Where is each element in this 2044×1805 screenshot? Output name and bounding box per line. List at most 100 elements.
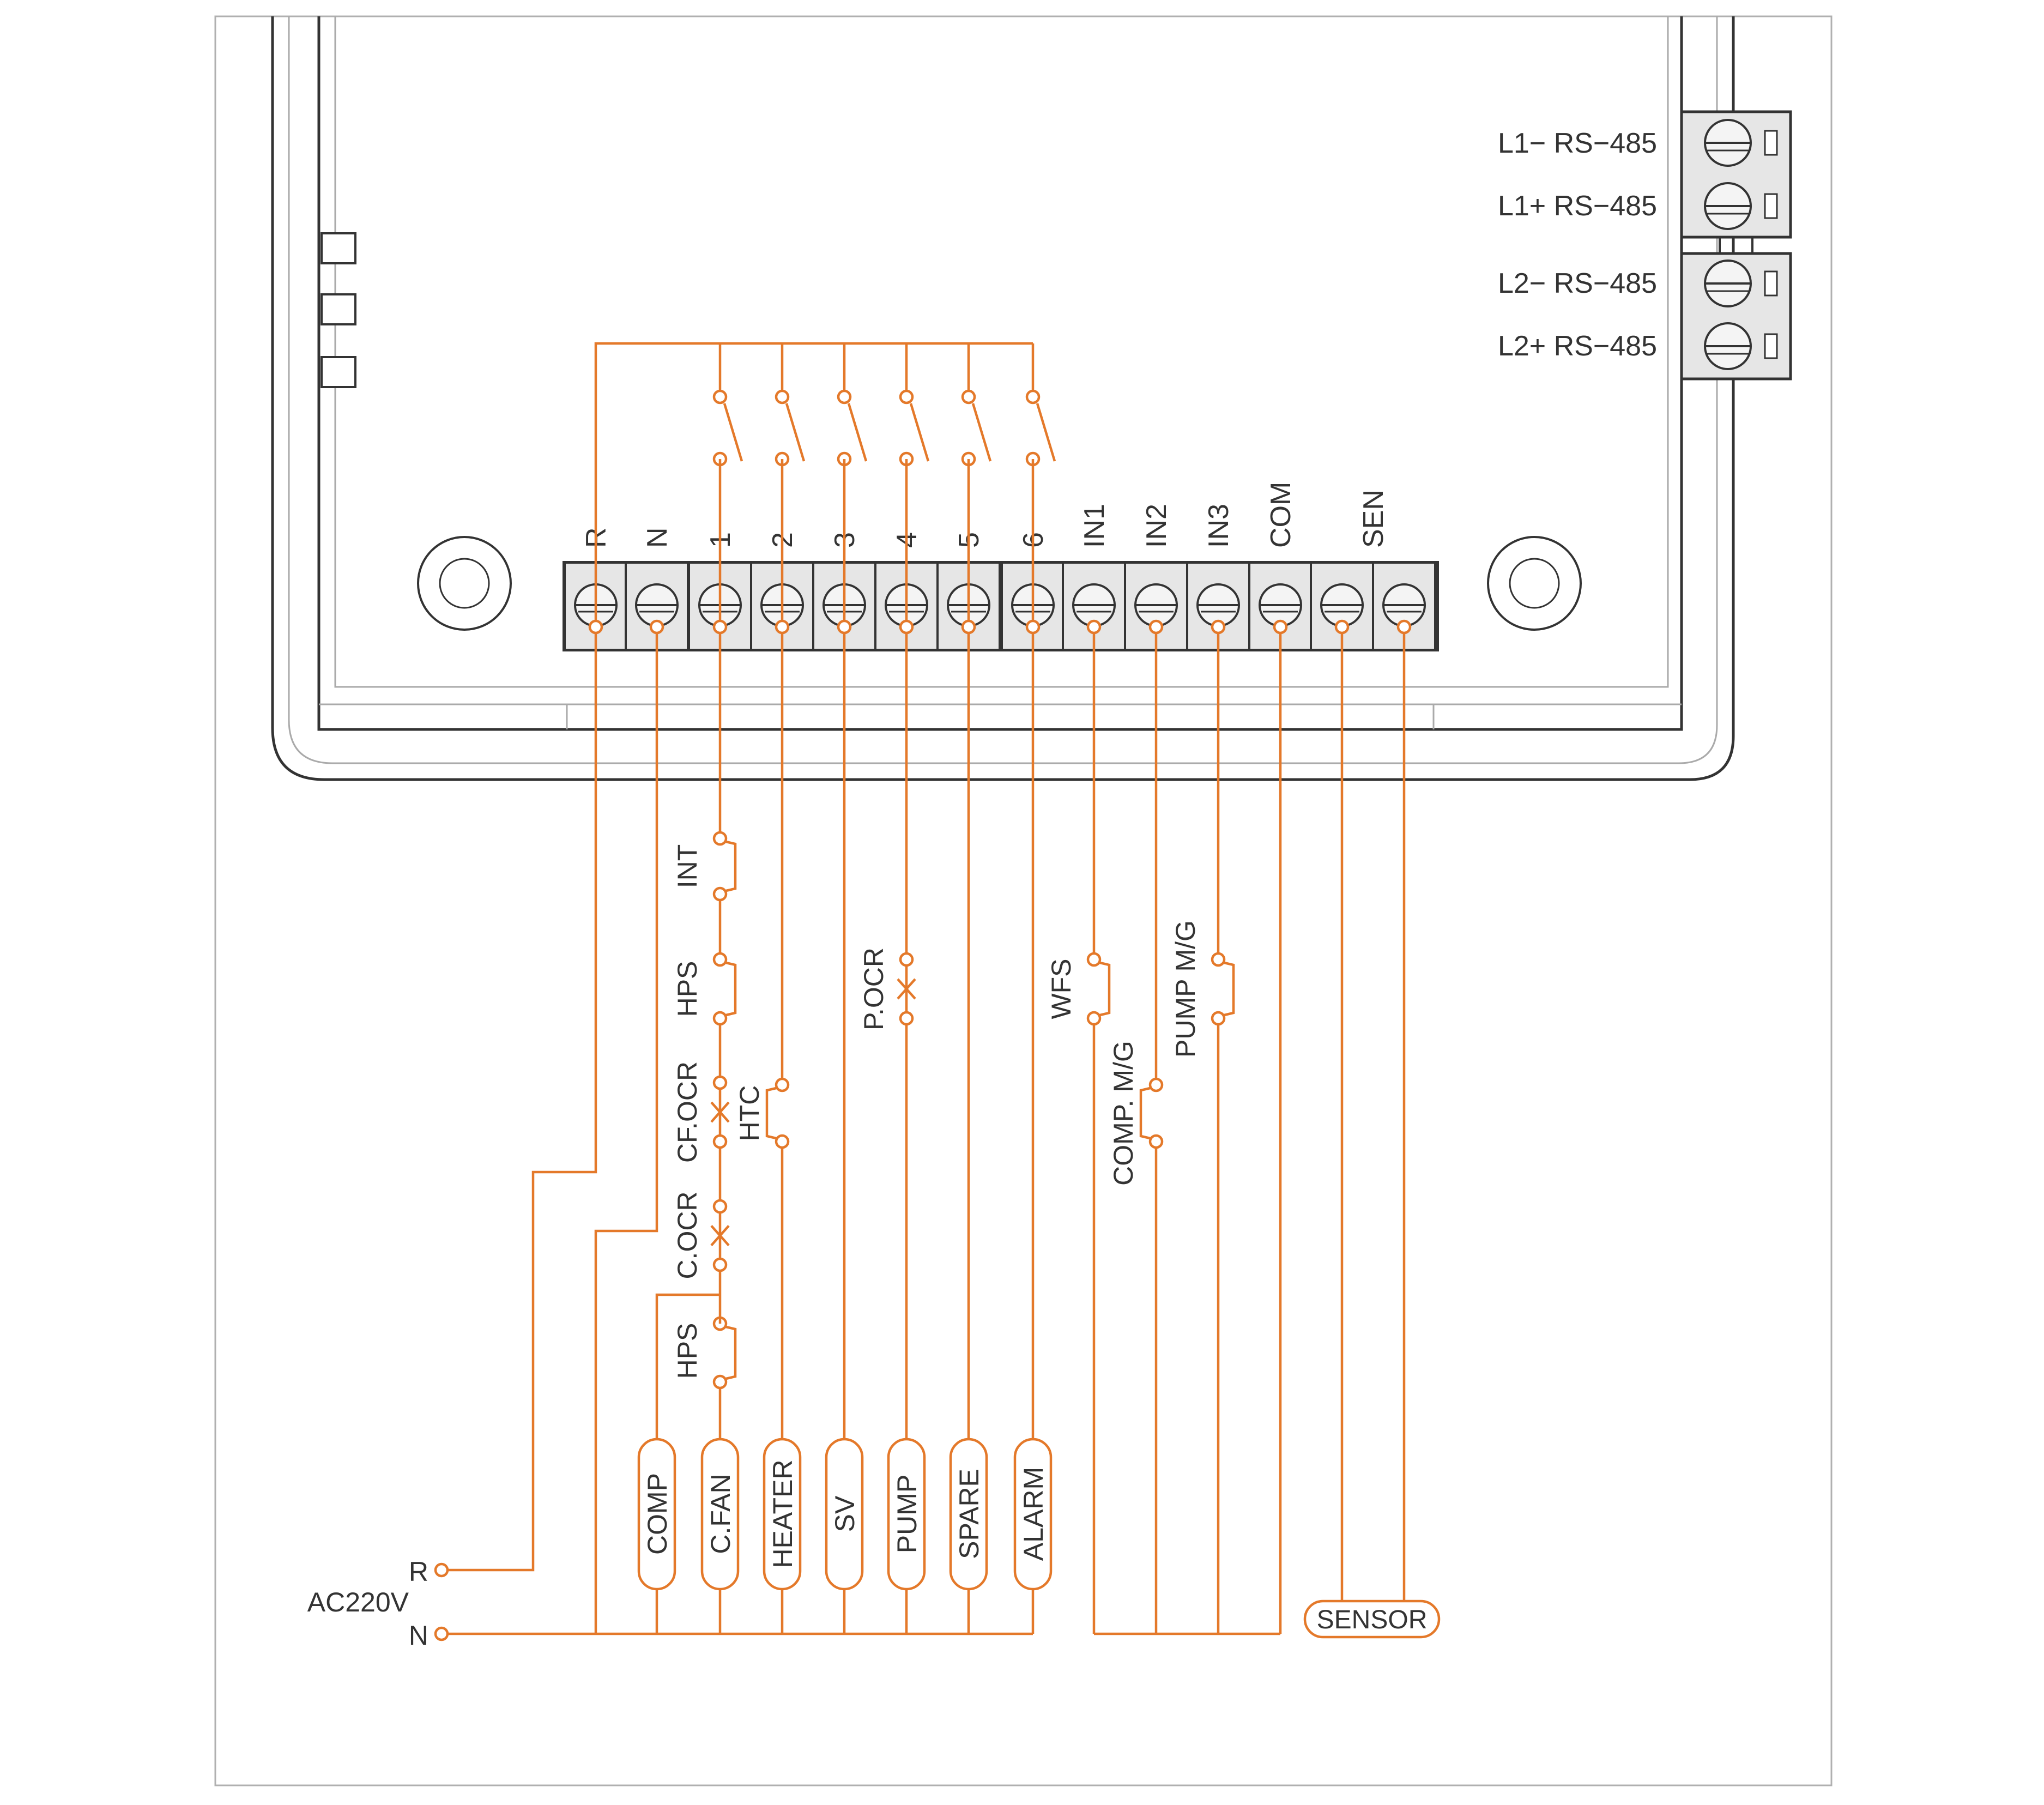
relay-switch-blade — [971, 403, 992, 462]
load-heater — [763, 1438, 802, 1591]
terminal-point — [775, 619, 790, 635]
terminal-point — [1273, 619, 1288, 635]
terminal-point — [1086, 619, 1102, 635]
cf-ocr-contact-point — [712, 1075, 728, 1090]
c-ocr-contact-point — [712, 1199, 728, 1214]
terminal-label: N — [642, 527, 673, 548]
pump-mg-contact-point — [1211, 952, 1226, 967]
terminal-point — [1148, 619, 1164, 635]
load-cfan — [700, 1438, 740, 1591]
c-ocr-label: C.OCR — [672, 1191, 703, 1279]
relay-switch-blade — [785, 403, 806, 462]
comp-mg-contact-point — [1148, 1077, 1164, 1092]
terminal-point — [649, 619, 664, 635]
terminal-label: IN1 — [1079, 504, 1110, 548]
htc-label: HTC — [734, 1085, 765, 1142]
relay-switch-blade — [847, 403, 868, 462]
int-contact-point — [712, 831, 728, 846]
load-pump — [887, 1438, 926, 1591]
contacts — [710, 831, 1235, 1390]
contact-labels: INT HPS CF.OCR C.OCR HPS HTC P.OCR WFS C… — [672, 844, 1201, 1379]
rs485-slot — [1764, 130, 1778, 156]
cf-ocr-contact-x-mark — [710, 1101, 730, 1123]
side-led-2 — [320, 293, 356, 325]
page-border — [214, 15, 1833, 1786]
hps-upper-contact-bar — [725, 961, 737, 1017]
pump-mg-contact-bar — [1224, 961, 1235, 1017]
hps-lower-contact-point — [712, 1374, 728, 1390]
load-alarm — [1013, 1438, 1053, 1591]
load-label: SPARE — [954, 1469, 984, 1559]
comp-mg-label: COMP. M/G — [1108, 1041, 1139, 1186]
relay-switch-blade — [909, 403, 930, 462]
wfs-contact-point — [1086, 952, 1102, 967]
ac-supply-label: AC220V — [307, 1587, 409, 1617]
relay-contact-point — [837, 389, 852, 405]
load-comp — [637, 1438, 676, 1591]
l1-minus-label: L1− RS−485 — [1498, 128, 1657, 159]
htc-contact-point — [775, 1077, 790, 1092]
relay-contact-point — [775, 389, 790, 405]
htc-contact-point — [775, 1134, 790, 1149]
terminal-point — [961, 619, 976, 635]
wfs-label: WFS — [1046, 958, 1077, 1019]
terminal-point — [837, 619, 852, 635]
side-led-1 — [320, 232, 356, 264]
relay-switch-blade — [1036, 403, 1056, 462]
terminal-point — [712, 619, 728, 635]
hps-lower-label: HPS — [672, 1323, 703, 1379]
int-contact-point — [712, 886, 728, 902]
load-label: SV — [830, 1495, 860, 1532]
load-label: ALARM — [1018, 1467, 1049, 1561]
terminal-label: IN3 — [1203, 504, 1235, 548]
l1-plus-label: L1+ RS−485 — [1498, 190, 1657, 222]
p-ocr-label: P.OCR — [858, 947, 889, 1030]
relay-contact-point — [961, 389, 976, 405]
load-label: PUMP — [892, 1475, 922, 1553]
load-sv — [825, 1438, 864, 1591]
terminal-point — [1025, 619, 1041, 635]
rs485-slot — [1764, 193, 1778, 219]
hps-lower-contact-bar — [725, 1325, 737, 1380]
p-ocr-contact-point — [899, 952, 914, 967]
p-ocr-contact-point — [899, 1011, 914, 1026]
p-ocr-contact-x-mark — [897, 978, 916, 1000]
terminal-point — [1211, 619, 1226, 635]
pump-mg-contact-point — [1211, 1011, 1226, 1026]
load-spare — [949, 1438, 988, 1591]
sensor-label: SENSOR — [1317, 1605, 1428, 1634]
load-label: COMP — [642, 1473, 673, 1555]
wfs-contact-point — [1086, 1011, 1102, 1026]
int-label: INT — [672, 844, 703, 889]
terminal-point — [1334, 619, 1350, 635]
rs485-slot — [1764, 333, 1778, 359]
relay-switch-blade — [723, 403, 743, 462]
ac-r-label: R — [409, 1556, 428, 1587]
hps-upper-contact-point — [712, 952, 728, 967]
cf-ocr-contact-point — [712, 1134, 728, 1149]
pump-mg-label: PUMP M/G — [1170, 920, 1201, 1058]
ac-n-label: N — [409, 1620, 428, 1651]
wiring — [442, 342, 1406, 1635]
comp-mg-contact-point — [1148, 1134, 1164, 1149]
terminal-point — [899, 619, 914, 635]
terminal-point — [1396, 619, 1412, 635]
power-supply: R AC220V N — [307, 1556, 449, 1651]
int-contact-bar — [725, 840, 737, 892]
load-label: HEATER — [767, 1459, 798, 1568]
terminal-label: IN2 — [1141, 504, 1172, 548]
rs485-slot — [1764, 270, 1778, 297]
cf-ocr-label: CF.OCR — [672, 1061, 703, 1163]
terminal-label: SEN — [1358, 490, 1389, 548]
wfs-contact-bar — [1099, 961, 1111, 1017]
c-ocr-contact-point — [712, 1257, 728, 1272]
relay-contact-point — [899, 389, 914, 405]
sensor: SENSOR — [1303, 1599, 1441, 1639]
htc-contact-bar — [765, 1086, 777, 1140]
side-led-3 — [320, 356, 356, 388]
terminal-label: COM — [1265, 482, 1297, 548]
l2-plus-label: L2+ RS−485 — [1498, 330, 1657, 362]
